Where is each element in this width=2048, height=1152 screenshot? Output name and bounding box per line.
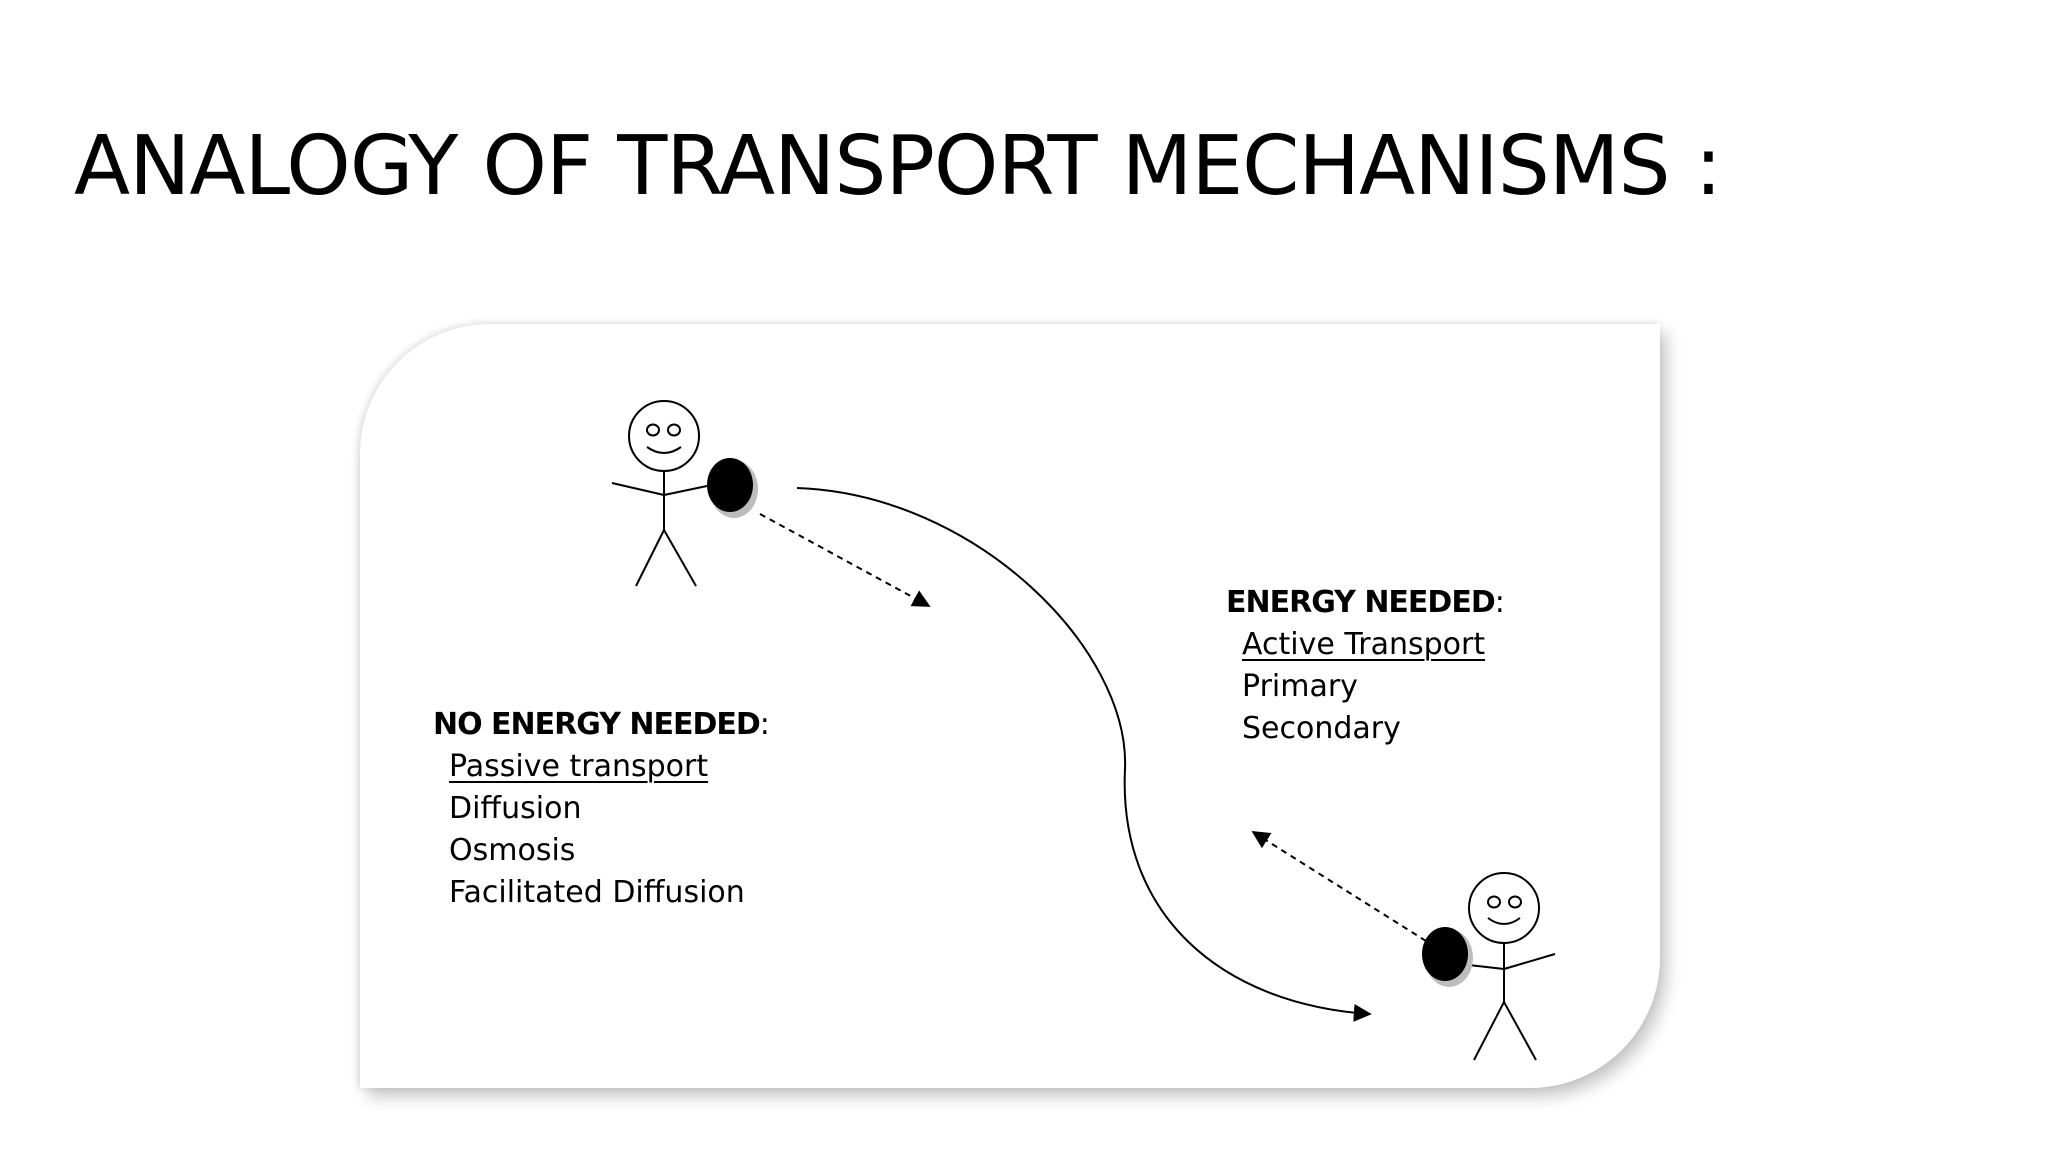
passive-category: Passive transport [449,749,709,784]
active-transport-block: ENERGY NEEDED: Active Transport Primary … [1226,582,1505,750]
top-figure-right-arm [663,485,708,496]
active-heading-colon: : [1494,585,1505,620]
transport-diagram [611,400,1556,1061]
active-category: Active Transport [1242,627,1486,662]
active-heading-line: ENERGY NEEDED: [1226,582,1505,624]
top-stick-figure [611,400,708,587]
passive-heading: NO ENERGY NEEDED [433,707,761,742]
top-figure-head [628,400,700,472]
active-heading: ENERGY NEEDED [1226,585,1496,620]
passive-item-diffusion: Diffusion [449,791,582,826]
passive-item-facilitated-diffusion: Facilitated Diffusion [449,875,745,910]
active-item-secondary: Secondary [1242,711,1401,746]
bottom-figure-right-arm [1503,953,1556,970]
top-figure-right-leg [663,529,697,587]
top-figure-left-leg [635,529,665,587]
passive-heading-line: NO ENERGY NEEDED: [433,704,770,746]
bottom-dashed-arrow [1251,831,1427,942]
slide-title: ANALOGY OF TRANSPORT MECHANISMS : [74,119,1722,214]
top-ball [707,458,758,518]
passive-transport-block: NO ENERGY NEEDED: Passive transport Diff… [433,704,770,914]
bottom-figure-smile [1487,917,1521,925]
bottom-figure-left-eye [1487,895,1501,909]
top-figure-left-arm [611,482,665,496]
top-dashed-arrow [759,513,931,607]
bottom-stick-figure [1459,872,1556,1061]
top-figure-right-eye [667,423,681,437]
bottom-figure-right-leg [1503,1001,1537,1061]
top-figure-smile [646,446,682,454]
bottom-figure-head [1468,872,1540,944]
diagram-card: NO ENERGY NEEDED: Passive transport Diff… [360,324,1660,1088]
passive-item-osmosis: Osmosis [449,833,576,868]
bottom-figure-left-leg [1473,1001,1505,1061]
bottom-figure-right-eye [1508,895,1522,909]
active-item-primary: Primary [1242,669,1358,704]
top-figure-left-eye [646,423,660,437]
bottom-ball [1422,927,1473,987]
passive-heading-colon: : [759,707,770,742]
curved-path-arrow [796,487,1372,1022]
